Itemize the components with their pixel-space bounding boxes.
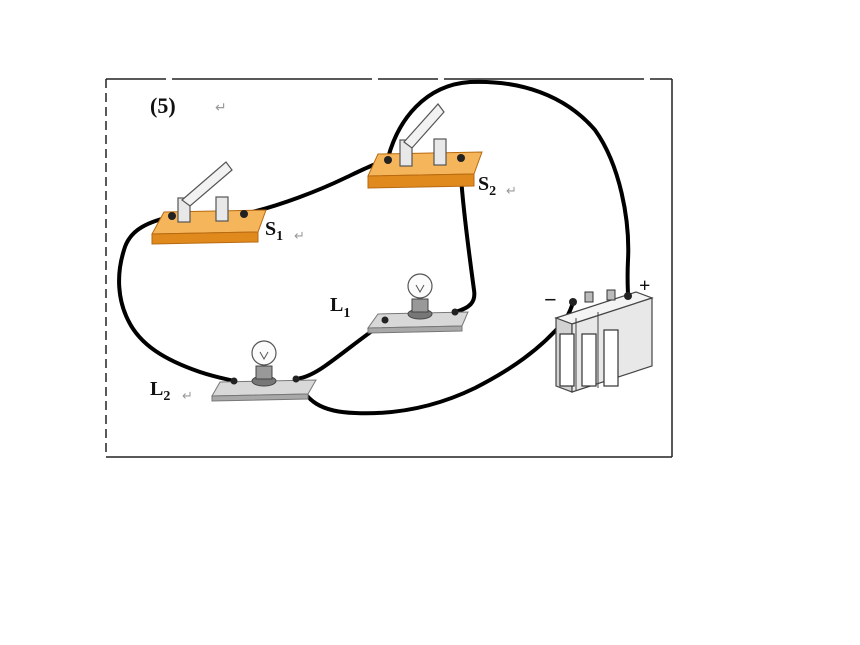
switch-s2-label: S2 [478,173,496,199]
switch-s1-label: S1 [265,218,283,244]
switch-s1-letter: S [265,218,276,240]
lamp-l2 [211,340,317,402]
wire-s1-to-l2 [117,214,236,383]
diagram-frame [105,78,673,458]
switch-s2-letter: S [478,173,489,195]
switch-s1-subscript: 1 [276,229,283,244]
wire-s2-to-battery-positive [386,79,631,298]
lamp-l2-return-mark: ↵ [182,389,193,404]
figure-number: (5) [150,93,176,118]
switch-s2-return-mark: ↵ [506,184,517,199]
battery-negative-sign: − [544,287,557,312]
switch-s1-return-mark: ↵ [294,229,305,244]
lamp-l1-label: L1 [330,294,350,321]
lamp-l1 [367,273,469,334]
circuit-wires [117,79,631,416]
wire-s2-to-l1 [453,174,477,314]
battery-positive-sign: + [639,275,650,297]
switch-s1 [151,161,267,245]
battery-pack [554,289,654,393]
lamp-l2-letter: L [150,378,163,400]
wire-s1-to-s2 [242,158,390,216]
lamp-l1-letter: L [330,294,343,316]
switch-s2-subscript: 2 [489,184,496,199]
wire-l1-to-l2 [294,320,387,381]
switch-s2 [367,103,483,189]
lamp-l2-label: L2 [150,378,170,404]
lamp-l2-subscript: 2 [163,389,170,404]
figure-number-return-mark: ↵ [215,100,227,116]
lamp-l1-subscript: 1 [343,306,350,321]
